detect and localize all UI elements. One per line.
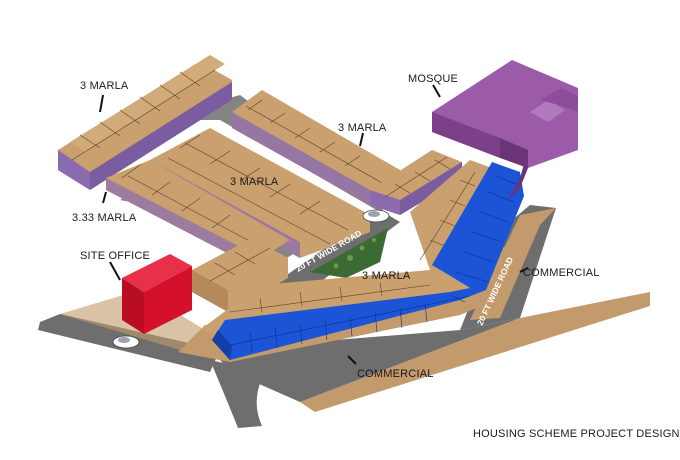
block-3-marla-northwest xyxy=(58,55,232,190)
label-3-marla-north: 3 MARLA xyxy=(338,122,387,134)
label-3-marla-northwest: 3 MARLA xyxy=(80,80,129,92)
block-3-marla-northeast xyxy=(370,150,462,215)
mosque-building xyxy=(432,60,578,200)
diagram-caption: HOUSING SCHEME PROJECT DESIGN xyxy=(473,428,680,440)
label-commercial-south: COMMERCIAL xyxy=(357,368,434,380)
block-3-33-marla xyxy=(106,160,290,265)
block-3-marla-north xyxy=(232,90,400,205)
label-3-marla-south: 3 MARLA xyxy=(362,270,411,282)
label-mosque: MOSQUE xyxy=(408,73,458,85)
block-west-row xyxy=(192,238,288,312)
label-3-33-marla: 3.33 MARLA xyxy=(72,212,137,224)
central-park xyxy=(310,228,388,278)
car-icon-west xyxy=(112,335,140,349)
site-office-building xyxy=(122,254,192,334)
label-commercial-east: COMMERCIAL xyxy=(523,267,600,279)
label-site-office: SITE OFFICE xyxy=(80,250,150,262)
label-leaders xyxy=(99,84,529,365)
car-icon-north xyxy=(362,209,390,223)
label-3-marla-center: 3 MARLA xyxy=(230,176,279,188)
block-3-marla-south xyxy=(200,160,524,360)
